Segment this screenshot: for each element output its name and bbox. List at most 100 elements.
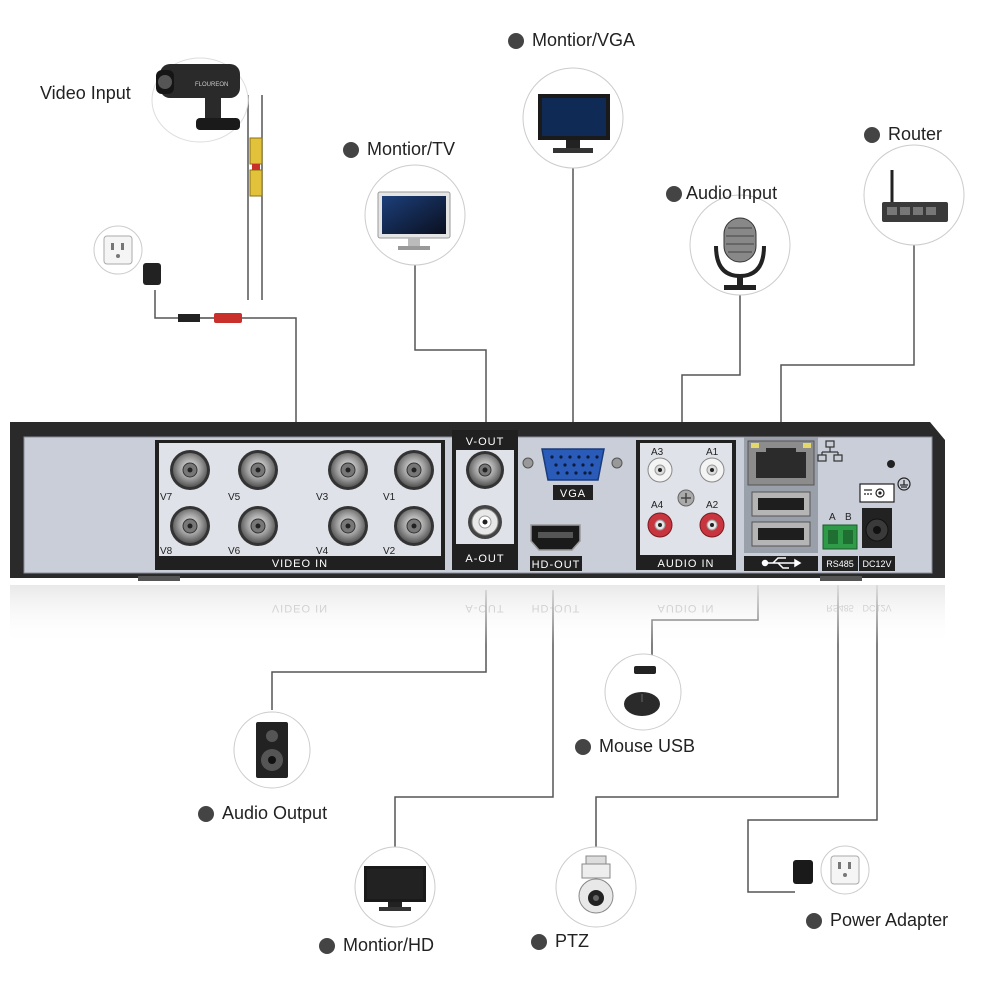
audio-label-a3: A3 xyxy=(651,447,664,458)
camera-icon: FLOUREON xyxy=(151,57,249,143)
dc-power-jack[interactable] xyxy=(862,508,892,548)
video-rca-plugs xyxy=(249,137,263,197)
rca-port-a3[interactable] xyxy=(647,457,673,483)
dvr-foot-right xyxy=(820,576,862,581)
bullet-dot-icon xyxy=(319,937,335,954)
rs485-terminal[interactable] xyxy=(822,524,858,550)
mouse-usb-label: Mouse USB xyxy=(599,736,696,756)
reflection-audio-in: AUDIO IN xyxy=(658,602,715,614)
ptz-callout: PTZ xyxy=(531,931,589,952)
tv-icon xyxy=(364,164,466,266)
wall-outlet-icon xyxy=(93,225,143,275)
reflection-a-out: A-OUT xyxy=(465,602,504,614)
monitor-vga-label: Montior/VGA xyxy=(532,30,636,50)
video-in-label: VIDEO IN xyxy=(272,558,328,570)
power-adapter-icon xyxy=(793,860,813,884)
vga-monitor-icon xyxy=(522,67,624,169)
power-adapter-callout: Power Adapter xyxy=(806,910,948,931)
reflection-hd-out: HD-OUT xyxy=(532,602,581,614)
power-plug-icon xyxy=(143,263,242,323)
bnc-connectors xyxy=(170,450,434,546)
rs485-term-a: A xyxy=(829,512,836,523)
bnc-port-v1[interactable] xyxy=(394,450,434,490)
v-out-a-out-block: V-OUT A-OUT xyxy=(452,430,518,570)
bnc-port-v8[interactable] xyxy=(170,506,210,546)
usb-port-1[interactable] xyxy=(751,491,811,517)
router-icon xyxy=(863,144,965,246)
dc-polarity-icon xyxy=(859,483,895,503)
bnc-port-v-out[interactable] xyxy=(466,451,504,489)
hdmi-port-block: HD-OUT xyxy=(530,524,582,571)
bullet-dot-icon xyxy=(806,912,822,929)
reflection-video-in: VIDEO IN xyxy=(272,602,328,614)
vga-label: VGA xyxy=(560,488,586,500)
router-label: Router xyxy=(888,124,943,144)
bullet-dot-icon xyxy=(531,933,547,950)
monitor-tv-callout: Montior/TV xyxy=(343,139,455,160)
audio-label-a4: A4 xyxy=(651,500,664,511)
bnc-port-v2[interactable] xyxy=(394,506,434,546)
vga-port-block: VGA xyxy=(522,448,623,500)
audio-output-label: Audio Output xyxy=(222,803,328,823)
channel-label-v4: V4 xyxy=(316,546,329,557)
channel-label-v1: V1 xyxy=(383,492,396,503)
channel-label-v6: V6 xyxy=(228,546,241,557)
router-callout: Router xyxy=(864,124,942,145)
bnc-port-v3[interactable] xyxy=(328,450,368,490)
lan-usb-block xyxy=(744,437,818,571)
ground-icon xyxy=(897,477,911,491)
channel-label-v2: V2 xyxy=(383,546,396,557)
vga-screw-left xyxy=(522,457,534,469)
usb-port-2[interactable] xyxy=(751,521,811,547)
dvr-reflection: VIDEO IN A-OUT HD-OUT AUDIO IN RS485 DC1… xyxy=(10,585,945,645)
monitor-hd-label: Montior/HD xyxy=(343,935,435,955)
vga-screw-right xyxy=(611,457,623,469)
reflection-rs485: RS485 xyxy=(826,603,854,613)
bnc-port-v7[interactable] xyxy=(170,450,210,490)
power-adapter-line xyxy=(747,585,878,893)
mouse-icon xyxy=(604,653,682,731)
router-line xyxy=(780,245,915,440)
connector-lines xyxy=(154,95,915,893)
dvr-foot-left xyxy=(138,576,180,581)
microphone-icon xyxy=(689,194,791,296)
channel-labels: V7 V5 V3 V1 V8 V6 V4 V2 xyxy=(160,492,396,557)
rs485-block: A B RS485 xyxy=(822,512,858,571)
panel-led xyxy=(887,460,895,468)
ptz-camera-icon xyxy=(555,846,637,928)
rs485-label: RS485 xyxy=(826,559,854,569)
dc12v-block: DC12V xyxy=(859,460,911,571)
rj45-port[interactable] xyxy=(747,440,815,486)
channel-label-v5: V5 xyxy=(228,492,241,503)
audio-screw-icon xyxy=(677,489,695,507)
audio-label-a2: A2 xyxy=(706,500,719,511)
rca-port-a4[interactable] xyxy=(647,512,673,538)
reflection-dc12v: DC12V xyxy=(862,603,891,613)
mouse-usb-callout: Mouse USB xyxy=(575,736,695,757)
a-out-label: A-OUT xyxy=(465,553,504,565)
bullet-dot-icon xyxy=(508,32,524,49)
channel-label-v7: V7 xyxy=(160,492,173,503)
dvr-rear-panel: VIDEO IN V7 V5 V3 V1 V8 V6 V4 V2 V-OUT xyxy=(10,422,945,581)
bnc-port-v5[interactable] xyxy=(238,450,278,490)
bullet-dot-icon xyxy=(198,805,214,822)
bnc-port-v4[interactable] xyxy=(328,506,368,546)
rca-port-a1[interactable] xyxy=(699,457,725,483)
audio-in-block: A3 A1 A4 A2 AUDIO IN xyxy=(636,440,736,570)
bullet-dot-icon xyxy=(575,738,591,755)
power-adapter-label: Power Adapter xyxy=(830,910,949,930)
speaker-icon xyxy=(233,711,311,789)
monitor-tv-line xyxy=(414,265,487,440)
power-outlet-icon xyxy=(820,845,870,895)
bnc-port-v6[interactable] xyxy=(238,506,278,546)
rca-port-a2[interactable] xyxy=(699,512,725,538)
rs485-term-b: B xyxy=(845,512,852,523)
rca-port-a-out[interactable] xyxy=(468,505,502,539)
audio-output-callout: Audio Output xyxy=(198,803,327,824)
v-out-label: V-OUT xyxy=(466,436,505,448)
camera-brand-label: FLOUREON xyxy=(195,82,228,88)
audio-input-line xyxy=(681,295,741,445)
dc12v-label: DC12V xyxy=(862,559,891,569)
